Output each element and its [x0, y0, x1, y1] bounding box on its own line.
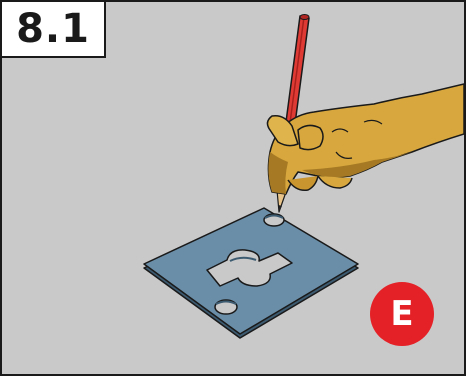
screw-hole-bottom — [215, 300, 237, 314]
mounting-plate — [144, 208, 358, 338]
marker-badge: E — [370, 282, 434, 346]
screw-hole-top — [264, 214, 284, 226]
step-number: 8.1 — [2, 2, 106, 58]
